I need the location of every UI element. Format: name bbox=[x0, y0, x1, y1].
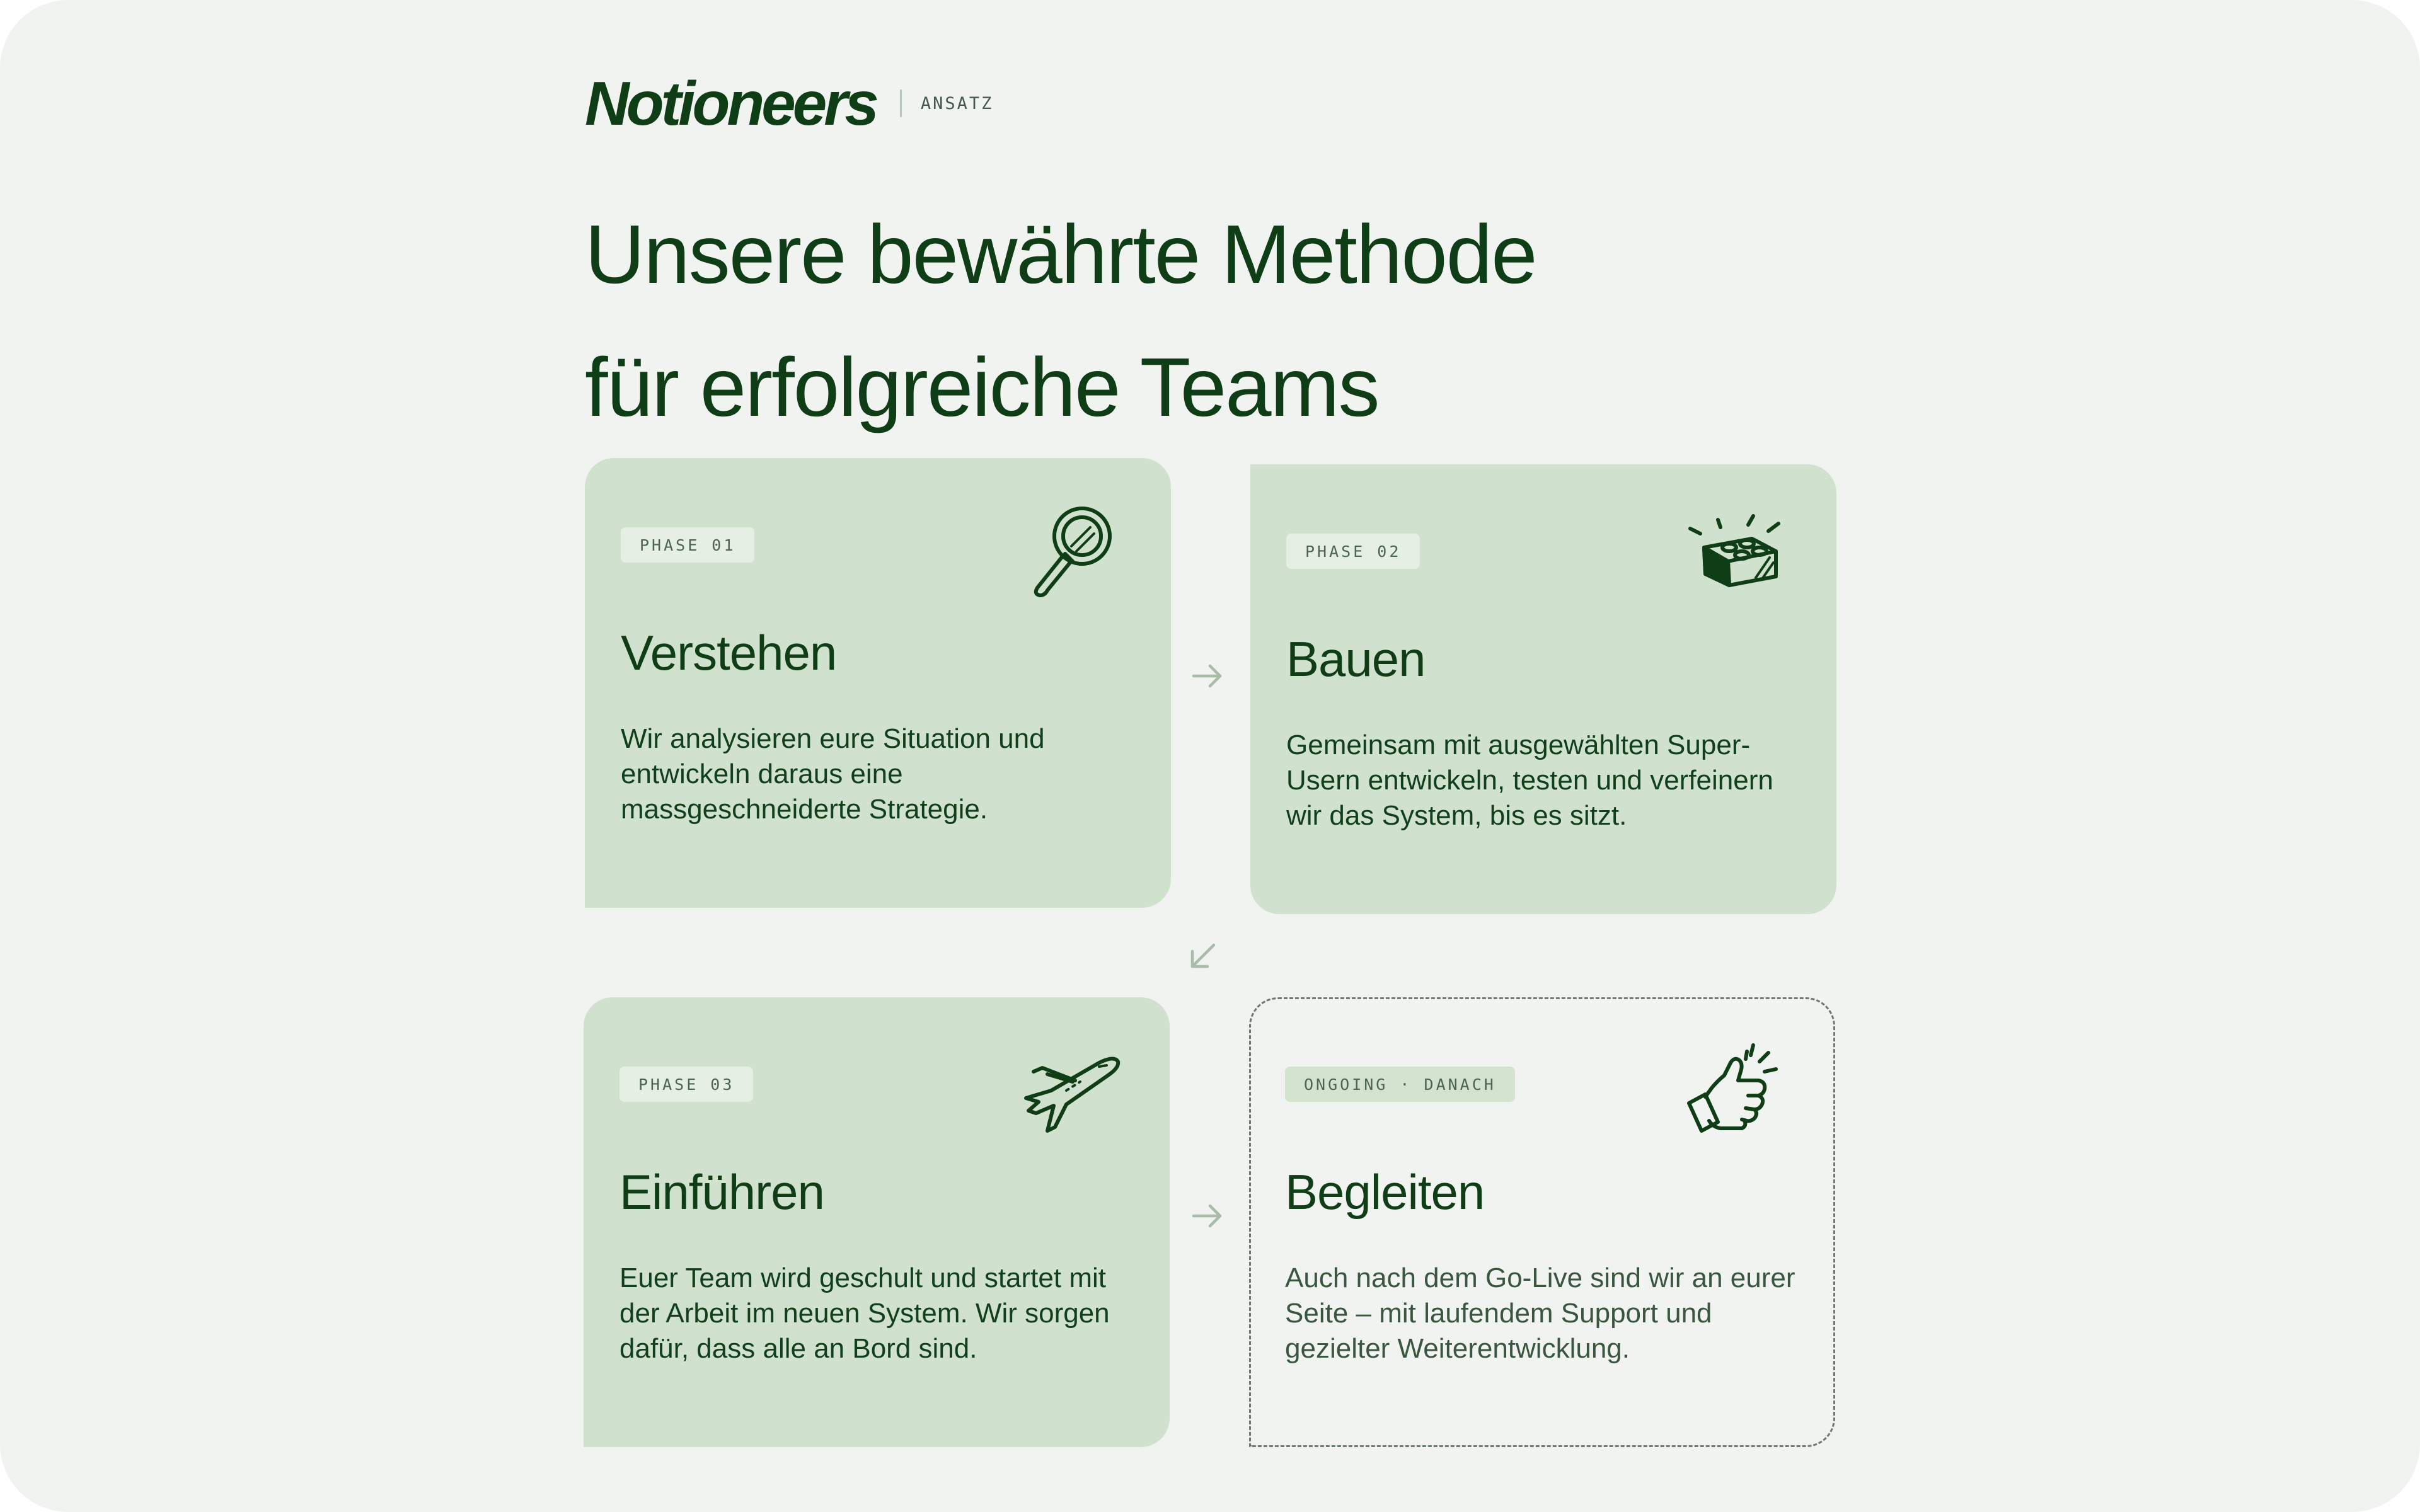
phase-card-begleiten: ONGOING · DANACH Begleiten Auch nach dem… bbox=[1249, 997, 1835, 1447]
card-title: Begleiten bbox=[1285, 1164, 1485, 1220]
card-title: Verstehen bbox=[621, 625, 837, 680]
thumbs-up-icon bbox=[1687, 1043, 1778, 1133]
card-description: Euer Team wird geschult und startet mit … bbox=[619, 1263, 1110, 1364]
card-title: Bauen bbox=[1286, 631, 1426, 687]
card-description: Auch nach dem Go-Live sind wir an eurer … bbox=[1285, 1263, 1795, 1364]
card-title: Einführen bbox=[619, 1164, 825, 1220]
building-brick-icon bbox=[1688, 514, 1780, 587]
card-description: Gemeinsam mit ausgewählten Super-Usern e… bbox=[1286, 730, 1773, 831]
phase-badge: PHASE 03 bbox=[619, 1067, 754, 1102]
headline-line-1: Unsere bewährte Methode bbox=[585, 208, 1538, 301]
brand-logo[interactable]: Notioneers bbox=[585, 69, 879, 138]
section-tag: ANSATZ bbox=[920, 93, 994, 113]
phase-card-verstehen: PHASE 01 Verstehen Wir analysieren eure … bbox=[585, 458, 1171, 908]
headline-line-2: für erfolgreiche Teams bbox=[585, 341, 1380, 434]
arrow-down-left-icon bbox=[1190, 943, 1216, 968]
arrow-right-icon bbox=[1192, 1204, 1222, 1228]
phase-card-bauen: PHASE 02 Bauen Gemeinsam mit ausgewählte… bbox=[1250, 464, 1836, 914]
arrow-right-icon bbox=[1192, 664, 1222, 688]
phase-badge: PHASE 01 bbox=[621, 527, 755, 563]
magnifying-glass-icon bbox=[1034, 507, 1112, 597]
phase-badge: PHASE 02 bbox=[1286, 534, 1420, 569]
phase-badge: ONGOING · DANACH bbox=[1285, 1067, 1515, 1102]
card-description: Wir analysieren eure Situation und entwi… bbox=[621, 723, 1045, 825]
page-headline: Unsere bewährte Methode für erfolgreiche… bbox=[585, 188, 1782, 454]
header: Notioneers ANSATZ bbox=[585, 71, 993, 136]
airplane-icon bbox=[1024, 1057, 1121, 1133]
phase-card-einfuehren: PHASE 03 Einführen Euer Team wird geschu… bbox=[584, 997, 1170, 1447]
header-divider bbox=[899, 89, 902, 117]
